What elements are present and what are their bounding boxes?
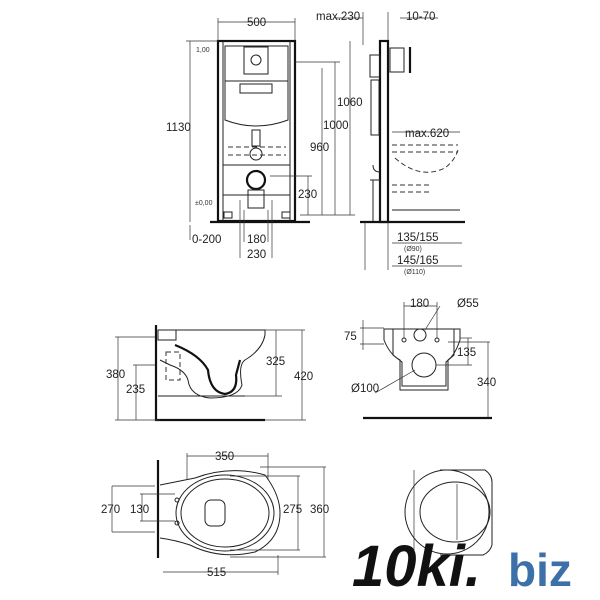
frame-front-view: 500 1130 1,00 ±0,00 1060 1000 960 230 0-…	[166, 17, 363, 261]
dim-range-10-70: 10-70	[406, 11, 435, 23]
dim-width-500: 500	[247, 17, 266, 29]
dim-height-230: 230	[298, 189, 317, 201]
dim-width-180: 180	[247, 234, 266, 246]
toilet-back-view: 180 Ø55 75 135 340 Ø100	[344, 298, 496, 420]
level-top-label: 1,00	[196, 47, 210, 54]
dim-height-325: 325	[266, 356, 285, 368]
dim-height-1130: 1130	[166, 122, 191, 134]
dim-height-380: 380	[106, 369, 125, 381]
dim-diameter-100: Ø100	[351, 383, 379, 395]
pipe-diameter-110: (Ø110)	[404, 269, 425, 276]
dim-max-620: max.620	[405, 128, 449, 140]
dim-135-155: 135/155	[397, 232, 439, 244]
dim-height-420: 420	[294, 371, 313, 383]
seat-top-view	[404, 469, 493, 556]
dim-height-235: 235	[126, 384, 145, 396]
dim-width-270: 270	[101, 504, 120, 516]
dim-145-165: 145/165	[397, 255, 439, 267]
dim-width-275: 275	[283, 504, 302, 516]
dim-width-180: 180	[410, 298, 429, 310]
dim-height-75: 75	[344, 331, 357, 343]
dim-max-230: max.230	[316, 11, 360, 23]
dim-height-960: 960	[310, 142, 329, 154]
dim-width-130: 130	[130, 504, 149, 516]
dim-height-135: 135	[457, 347, 476, 359]
dim-height-340: 340	[477, 377, 496, 389]
toilet-top-view: 350 270 130 275 360 515	[101, 451, 329, 579]
dim-length-350: 350	[215, 451, 234, 463]
watermark-domain: biz	[508, 544, 572, 596]
dim-length-515: 515	[207, 567, 226, 579]
pipe-diameter-90: (Ø90)	[404, 246, 422, 253]
toilet-side-view: 380 235 325 420	[106, 325, 313, 422]
dim-width-230: 230	[247, 249, 266, 261]
dim-diameter-55: Ø55	[457, 298, 479, 310]
watermark-main: 10ki.	[352, 534, 481, 599]
dim-offset-0-200: 0-200	[192, 234, 221, 246]
dim-height-1000: 1000	[323, 120, 349, 132]
watermark-logo: 10ki. biz	[352, 534, 572, 599]
level-zero-label: ±0,00	[195, 200, 213, 207]
frame-side-view: max.230 10-70 max.620 135/155 (Ø90) 145/…	[316, 11, 465, 276]
dim-height-1060: 1060	[337, 97, 363, 109]
dim-width-360: 360	[310, 504, 329, 516]
